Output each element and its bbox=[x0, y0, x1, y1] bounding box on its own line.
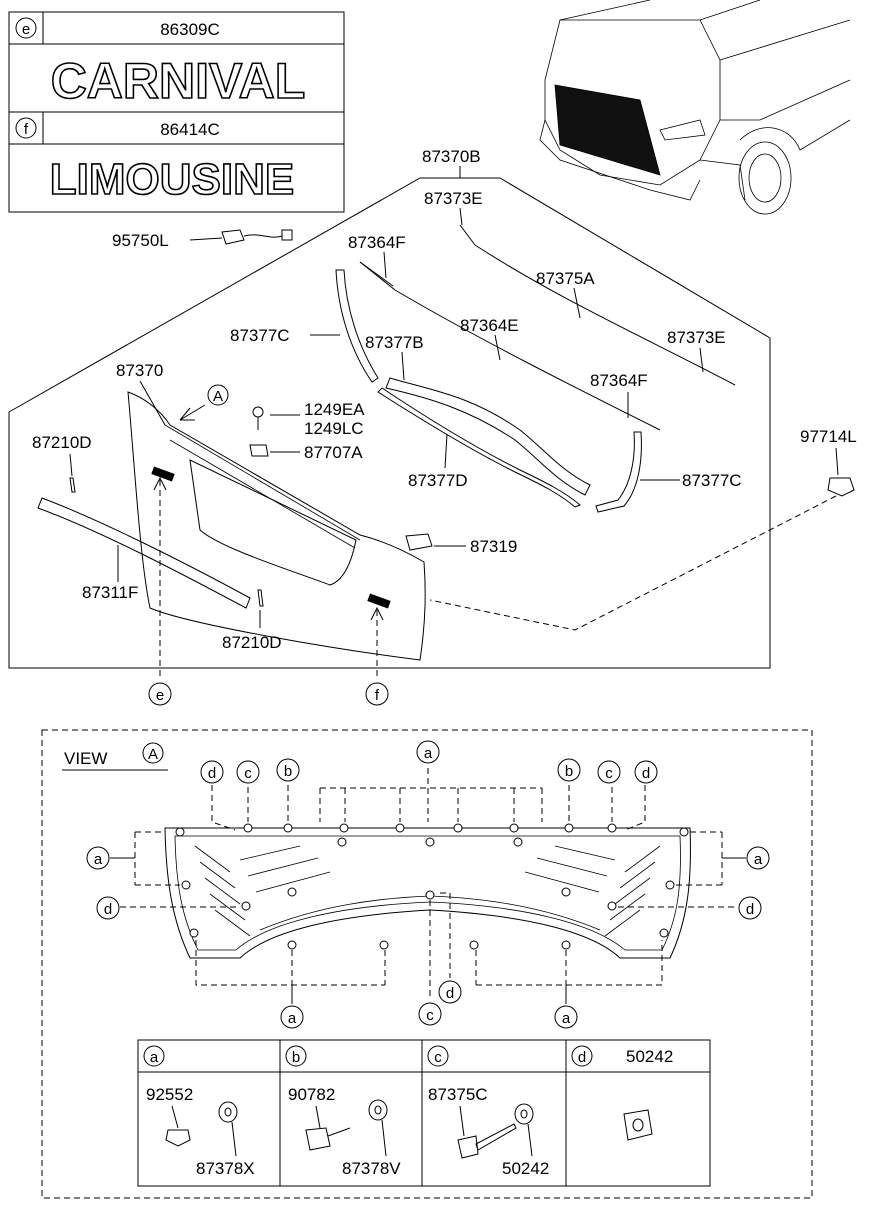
view-a-marker: A bbox=[213, 388, 223, 405]
view-a-frame bbox=[41, 729, 813, 1199]
limousine-wordmark: LIMOUSINE bbox=[50, 155, 294, 204]
part-95750L: 95750L bbox=[112, 229, 293, 250]
emblem-f-circle bbox=[15, 117, 37, 139]
label-87364F-right: 87364F bbox=[590, 371, 648, 390]
label-87319: 87319 bbox=[470, 537, 517, 556]
label-87377D: 87377D bbox=[408, 471, 468, 490]
label-87210D-top: 87210D bbox=[32, 433, 92, 452]
label-87707A: 87707A bbox=[304, 443, 363, 462]
view-letter-d-bottom: d bbox=[446, 985, 454, 1002]
emblem-e-part: 86309C bbox=[160, 20, 220, 39]
view-a-trim bbox=[164, 823, 691, 959]
emblem-box: e 86309C CARNIVAL f 86414C LIMOUSINE bbox=[8, 11, 345, 213]
label-87377B: 87377B bbox=[365, 333, 424, 352]
view-a-letters: a d c b b c d a a d d d c a a bbox=[86, 740, 770, 1029]
legend-d-letter: d bbox=[578, 1049, 586, 1066]
view-letter-a-br: a bbox=[562, 1010, 571, 1027]
view-letter-d-right: d bbox=[746, 901, 754, 918]
view-letter-d-tl: d bbox=[208, 765, 216, 782]
view-letter-b-tr: b bbox=[565, 763, 573, 780]
label-87375A: 87375A bbox=[536, 269, 595, 288]
callout-e: e bbox=[156, 687, 164, 704]
view-a-marker-circle bbox=[207, 384, 229, 406]
legend-d-part1: 50242 bbox=[626, 1047, 673, 1066]
part-87319: 87319 bbox=[405, 533, 517, 556]
part-87311F: 87311F bbox=[37, 497, 251, 609]
label-1249EA: 1249EA bbox=[304, 400, 365, 419]
label-87370B: 87370B bbox=[422, 147, 481, 166]
part-87210D-bottom: 87210D bbox=[222, 589, 282, 652]
assembly-outline bbox=[8, 177, 771, 669]
label-87373E-right: 87373E bbox=[667, 328, 726, 347]
legend-b-part1: 90782 bbox=[288, 1085, 335, 1104]
label-87311F: 87311F bbox=[82, 583, 138, 602]
legend-c-letter: c bbox=[434, 1049, 442, 1066]
callouts: e f bbox=[148, 476, 389, 706]
part-87377C-right: 87377C bbox=[595, 431, 742, 513]
part-87370-panel: 87370 A bbox=[116, 361, 426, 661]
emblem-e-letter: e bbox=[22, 21, 30, 38]
emblem-f-part: 86414C bbox=[160, 120, 220, 139]
vehicle-rear-sketch bbox=[539, 0, 851, 215]
carnival-wordmark: CARNIVAL bbox=[51, 53, 306, 109]
view-title: VIEW bbox=[64, 749, 107, 768]
fastener-legend: a 92552 87378X b 90782 87378V c 87375C 5… bbox=[137, 1039, 711, 1187]
label-87364F-left: 87364F bbox=[348, 233, 406, 252]
view-letter-a-left: a bbox=[94, 851, 103, 868]
legend-b-part2: 87378V bbox=[342, 1159, 401, 1178]
legend-a-part2: 87378X bbox=[196, 1159, 255, 1178]
label-87370: 87370 bbox=[116, 361, 163, 380]
emblem-f-letter: f bbox=[24, 121, 29, 138]
legend-a-letter: a bbox=[150, 1049, 159, 1066]
part-87210D-top: 87210D bbox=[32, 433, 92, 493]
view-letter-a-right: a bbox=[754, 851, 763, 868]
legend-c-part2: 50242 bbox=[502, 1159, 549, 1178]
callout-f: f bbox=[375, 687, 380, 704]
view-letter-d-left: d bbox=[104, 901, 112, 918]
label-87377C-right: 87377C bbox=[682, 471, 742, 490]
view-letter-b-tl: b bbox=[284, 763, 292, 780]
legend-b-letter: b bbox=[292, 1049, 300, 1066]
part-97714L: 97714L bbox=[429, 427, 857, 631]
label-87377C-left: 87377C bbox=[230, 326, 290, 345]
part-87377C-left: 87377C bbox=[230, 269, 379, 383]
view-letter-a-bl: a bbox=[288, 1010, 297, 1027]
label-97714L: 97714L bbox=[800, 427, 857, 446]
view-marker: A bbox=[148, 746, 158, 763]
part-bolt-clip: 1249EA 1249LC 87707A bbox=[249, 400, 365, 462]
label-87210D-bottom: 87210D bbox=[222, 633, 282, 652]
view-letter-c-bottom: c bbox=[426, 1007, 434, 1024]
label-1249LC: 1249LC bbox=[304, 419, 364, 438]
legend-a-part1: 92552 bbox=[146, 1085, 193, 1104]
label-87364E: 87364E bbox=[460, 316, 519, 335]
view-a-leaders bbox=[120, 768, 738, 1000]
view-letter-c-tr: c bbox=[605, 765, 613, 782]
label-87373E-top: 87373E bbox=[424, 189, 483, 208]
emblem-e-circle bbox=[15, 17, 37, 39]
view-letter-c-tl: c bbox=[244, 765, 252, 782]
legend-c-part1: 87375C bbox=[428, 1085, 488, 1104]
view-letter-d-tr: d bbox=[642, 765, 650, 782]
view-letter-a-top: a bbox=[424, 745, 433, 762]
label-95750L: 95750L bbox=[112, 231, 169, 250]
part-87377B-87377D: 87377B 87377D bbox=[365, 333, 591, 508]
garnish-strips: 87373E 87364F 87375A 87364E 87373E 87364… bbox=[348, 189, 736, 431]
